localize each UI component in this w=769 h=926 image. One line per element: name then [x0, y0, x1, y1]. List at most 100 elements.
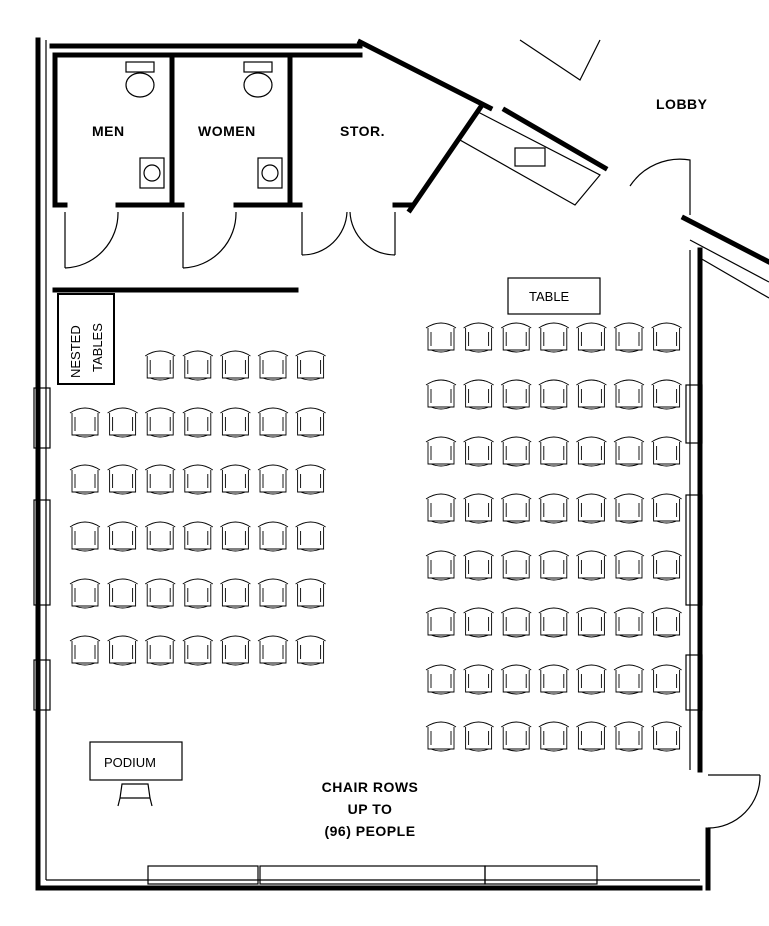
chair-icon — [107, 521, 138, 552]
chair-icon — [295, 635, 326, 666]
chair-icon — [295, 407, 326, 438]
capacity-note: CHAIR ROWS UP TO (96) PEOPLE — [322, 779, 418, 839]
chair-icon — [182, 578, 214, 609]
chair-icon — [613, 493, 645, 524]
chair-icon — [538, 607, 570, 638]
chair-icon — [613, 664, 645, 695]
chair-icon — [182, 407, 214, 438]
chair-icon — [463, 379, 494, 410]
chair-icon — [651, 379, 682, 410]
podium: PODIUM — [89, 741, 183, 807]
room-labels: MEN WOMEN STOR. LOBBY — [92, 96, 707, 139]
chair-icon — [425, 721, 457, 752]
chair-icon — [182, 350, 214, 381]
chair-icon — [295, 521, 326, 552]
capacity-note-line-3: (96) PEOPLE — [324, 823, 415, 839]
chair-icon — [257, 464, 289, 495]
exterior-walls — [33, 37, 769, 891]
chair-icon — [144, 407, 176, 438]
chair-icon — [576, 322, 607, 353]
chair-icon — [220, 407, 251, 438]
chair-icon — [576, 379, 607, 410]
chair-icon — [220, 464, 251, 495]
nested-tables: NESTED TABLES — [57, 293, 115, 385]
chair-icon — [182, 521, 214, 552]
chair-icon — [220, 350, 251, 381]
chair-icon — [500, 322, 532, 353]
capacity-note-line-2: UP TO — [348, 801, 393, 817]
table: TABLE — [507, 277, 601, 315]
chair-icon — [463, 550, 494, 581]
chair-icon — [538, 379, 570, 410]
chair-icon — [538, 664, 570, 695]
chair-icon — [538, 493, 570, 524]
chair-icon — [500, 436, 532, 467]
chair-icon — [463, 607, 494, 638]
table-label: TABLE — [529, 289, 570, 304]
chair-icon — [500, 493, 532, 524]
chair-icon — [425, 550, 457, 581]
chair-block-left — [69, 350, 326, 666]
chair-icon — [257, 407, 289, 438]
chair-icon — [295, 578, 326, 609]
chair-icon — [425, 607, 457, 638]
chair-icon — [576, 493, 607, 524]
chair-icon — [144, 521, 176, 552]
chair-icon — [651, 493, 682, 524]
chair-icon — [182, 464, 214, 495]
chair-icon — [538, 436, 570, 467]
chair-icon — [538, 550, 570, 581]
chair-icon — [107, 407, 138, 438]
chair-icon — [500, 721, 532, 752]
nested-tables-label-1: NESTED — [68, 325, 83, 378]
podium-label: PODIUM — [104, 755, 156, 770]
nested-tables-label-2: TABLES — [90, 323, 105, 372]
chair-icon — [107, 464, 138, 495]
chair-icon — [538, 322, 570, 353]
chair-icon — [613, 607, 645, 638]
chair-icon — [651, 664, 682, 695]
chair-icon — [425, 322, 457, 353]
chair-icon — [220, 578, 251, 609]
chair-icon — [576, 607, 607, 638]
chair-icon — [613, 436, 645, 467]
chair-icon — [538, 721, 570, 752]
chair-icon — [500, 607, 532, 638]
chair-icon — [69, 521, 101, 552]
chair-icon — [576, 664, 607, 695]
chair-icon — [651, 322, 682, 353]
chair-block-right — [425, 322, 682, 752]
chair-icon — [613, 550, 645, 581]
chair-icon — [69, 464, 101, 495]
room-label-women: WOMEN — [198, 123, 256, 139]
chair-icon — [257, 635, 289, 666]
chair-icon — [613, 379, 645, 410]
chair-icon — [69, 578, 101, 609]
chair-icon — [295, 350, 326, 381]
chair-icon — [500, 379, 532, 410]
chair-icon — [425, 436, 457, 467]
chair-icon — [613, 721, 645, 752]
chair-icon — [257, 521, 289, 552]
chair-icon — [425, 379, 457, 410]
chair-icon — [107, 635, 138, 666]
chair-icon — [576, 550, 607, 581]
chair-icon — [651, 607, 682, 638]
chair-icon — [69, 635, 101, 666]
chair-icon — [144, 464, 176, 495]
chair-icon — [144, 635, 176, 666]
chair-icon — [425, 664, 457, 695]
service-rooms — [52, 39, 761, 829]
chair-icon — [182, 635, 214, 666]
chair-icon — [144, 350, 176, 381]
chair-icon — [463, 721, 494, 752]
chair-icon — [463, 322, 494, 353]
chair-icon — [295, 464, 326, 495]
chair-icon — [144, 578, 176, 609]
chair-icon — [257, 578, 289, 609]
chair-icon — [576, 721, 607, 752]
chair-icon — [425, 493, 457, 524]
room-label-storage: STOR. — [340, 123, 385, 139]
room-label-men: MEN — [92, 123, 125, 139]
